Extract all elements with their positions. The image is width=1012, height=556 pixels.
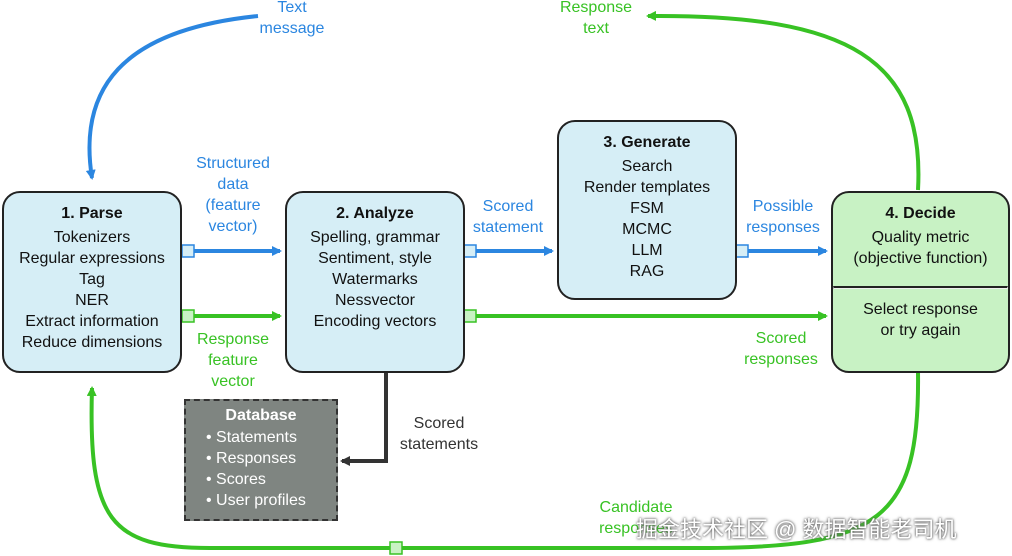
- decide-divider: [833, 286, 1008, 289]
- analyze-box: 2. Analyze Spelling, grammar Sentiment, …: [285, 191, 465, 373]
- parse-line: Tokenizers: [53, 229, 131, 246]
- analyze-line: Sentiment, style: [318, 250, 432, 267]
- parse-line: Reduce dimensions: [21, 334, 163, 351]
- analyze-line: Encoding vectors: [313, 313, 437, 330]
- generate-line: LLM: [631, 242, 663, 259]
- generate-box: 3. Generate Search Render templates FSM …: [557, 120, 737, 300]
- database-item: • User profiles: [206, 492, 306, 509]
- generate-line: Search: [621, 158, 673, 175]
- decide-line: or try again: [880, 322, 961, 339]
- parse-title: 1. Parse: [61, 205, 123, 222]
- generate-title: 3. Generate: [603, 134, 691, 151]
- database-box: Database • Statements • Responses • Scor…: [184, 399, 338, 521]
- analyze-line: Watermarks: [332, 271, 418, 288]
- analyze-title: 2. Analyze: [336, 205, 414, 222]
- decide-line: Quality metric: [871, 229, 970, 246]
- database-title: Database: [225, 407, 297, 424]
- response-text-arrow: [646, 10, 921, 191]
- decide-title: 4. Decide: [885, 205, 956, 222]
- database-item: • Statements: [206, 429, 297, 446]
- decide-line: (objective function): [853, 250, 988, 267]
- generate-line: RAG: [629, 263, 665, 280]
- parse-line: Extract information: [25, 313, 159, 330]
- parse-box: 1. Parse Tokenizers Regular expressions …: [2, 191, 182, 373]
- database-item: • Responses: [206, 450, 297, 467]
- candidate-responses-arrow: [86, 371, 921, 550]
- parse-line: NER: [75, 292, 109, 309]
- watermark: 掘金技术社区 @ 数据智能老司机: [636, 517, 957, 542]
- analyze-line: Spelling, grammar: [310, 229, 440, 246]
- text-message-arrow: [85, 14, 259, 180]
- generate-line: MCMC: [622, 221, 672, 238]
- generate-line: FSM: [630, 200, 664, 217]
- decide-box: 4. Decide Quality metric (objective func…: [831, 191, 1010, 373]
- parse-line: Tag: [79, 271, 105, 288]
- parse-line: Regular expressions: [19, 250, 165, 267]
- generate-line: Render templates: [583, 179, 711, 196]
- analyze-database-arrow: [340, 372, 388, 466]
- database-item: • Scores: [206, 471, 266, 488]
- analyze-line: Nessvector: [334, 292, 416, 309]
- decide-line: Select response: [863, 301, 978, 318]
